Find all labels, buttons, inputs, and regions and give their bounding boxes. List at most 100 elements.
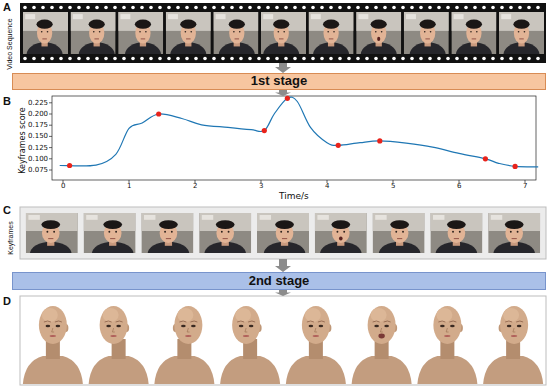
sprocket-hole: [311, 57, 315, 61]
brow: [307, 321, 325, 322]
nose: [245, 328, 247, 332]
head: [232, 306, 260, 344]
sprocket-hole: [455, 57, 459, 61]
eye: [517, 325, 522, 327]
sprocket-hole: [383, 6, 387, 10]
sprocket-hole: [527, 57, 531, 61]
stage-label: 1st stage: [251, 74, 307, 89]
sprocket-hole: [365, 6, 369, 10]
hair: [103, 220, 122, 229]
shoulders: [417, 356, 477, 384]
tick-mark: [49, 170, 52, 171]
mouth: [94, 38, 99, 40]
frame-wall: [26, 213, 78, 231]
sprocket-hole: [311, 6, 315, 10]
eye: [375, 31, 377, 33]
sprocket-hole: [203, 6, 207, 10]
nose: [112, 328, 114, 332]
sprocket-hole: [419, 57, 423, 61]
tick-label: 5: [391, 182, 395, 190]
sprocket-hole: [446, 6, 450, 10]
shoulders: [220, 356, 280, 384]
eye: [139, 31, 141, 33]
keyframe-dot: [513, 164, 518, 169]
eye: [53, 231, 55, 233]
axis-title: Keyframes score: [18, 107, 27, 173]
mouth: [235, 38, 240, 40]
tick-mark: [49, 125, 52, 126]
tick-label: 4: [325, 182, 329, 190]
mouth: [110, 238, 115, 240]
sprocket-hole: [266, 6, 270, 10]
eye: [278, 31, 280, 33]
sprocket-hole: [257, 6, 261, 10]
head: [39, 306, 67, 344]
sprocket-hole: [266, 57, 270, 61]
video-frame: [71, 12, 116, 54]
frame-light: [454, 14, 464, 19]
sprocket-hole: [23, 57, 27, 61]
eye: [336, 231, 338, 233]
sprocket-hole: [491, 6, 495, 10]
frame-light: [120, 14, 130, 19]
eye: [228, 231, 230, 233]
head-highlight: [371, 308, 387, 322]
sprocket-hole: [239, 6, 243, 10]
video-frame: [213, 12, 258, 54]
eye: [518, 31, 520, 33]
hair: [180, 20, 196, 29]
eye: [319, 325, 324, 327]
eye: [46, 325, 51, 327]
shoulders: [23, 356, 83, 384]
sprocket-hole: [374, 57, 378, 61]
brow: [105, 321, 123, 322]
avatar-head: [89, 306, 149, 384]
mouth: [512, 238, 517, 240]
frame-light: [216, 14, 226, 19]
sprocket-hole: [473, 6, 477, 10]
sprocket-hole: [86, 57, 90, 61]
eye: [41, 31, 43, 33]
mouth: [329, 38, 334, 40]
sprocket-hole: [68, 57, 72, 61]
eye: [46, 231, 48, 233]
eye: [309, 325, 314, 327]
sprocket-hole: [167, 57, 171, 61]
hair: [135, 20, 151, 29]
mouth: [339, 237, 343, 241]
hair: [323, 20, 339, 29]
hair: [371, 20, 387, 29]
keyframe-dot: [285, 96, 290, 101]
eye: [440, 325, 445, 327]
sprocket-hole: [212, 57, 216, 61]
hair: [420, 20, 436, 29]
sprocket-hole: [482, 6, 486, 10]
eye: [280, 231, 282, 233]
mouth: [166, 238, 171, 240]
sprocket-hole: [176, 6, 180, 10]
lips: [110, 335, 116, 337]
eye: [395, 231, 397, 233]
keyframe-dot: [377, 138, 382, 143]
sprocket-hole: [158, 57, 162, 61]
sprocket-hole: [428, 57, 432, 61]
frame-light: [491, 215, 502, 220]
mouth: [223, 238, 228, 240]
sprocket-hole: [536, 57, 540, 61]
frame-wall: [261, 12, 306, 31]
frame-light: [25, 14, 35, 19]
head-highlight: [436, 308, 452, 322]
head-highlight: [503, 308, 519, 322]
frame-light: [358, 14, 368, 19]
sprocket-hole: [104, 6, 108, 10]
sprocket-hole: [329, 6, 333, 10]
video-frame: [309, 12, 354, 54]
axis-title: Time/s: [279, 191, 309, 201]
eye: [476, 31, 478, 33]
sprocket-hole: [473, 57, 477, 61]
frame-light: [202, 215, 213, 220]
tick-label: 0.125: [28, 144, 48, 152]
sprocket-hole: [410, 57, 414, 61]
stage-band: 2nd stage: [12, 272, 546, 290]
eye: [343, 231, 345, 233]
